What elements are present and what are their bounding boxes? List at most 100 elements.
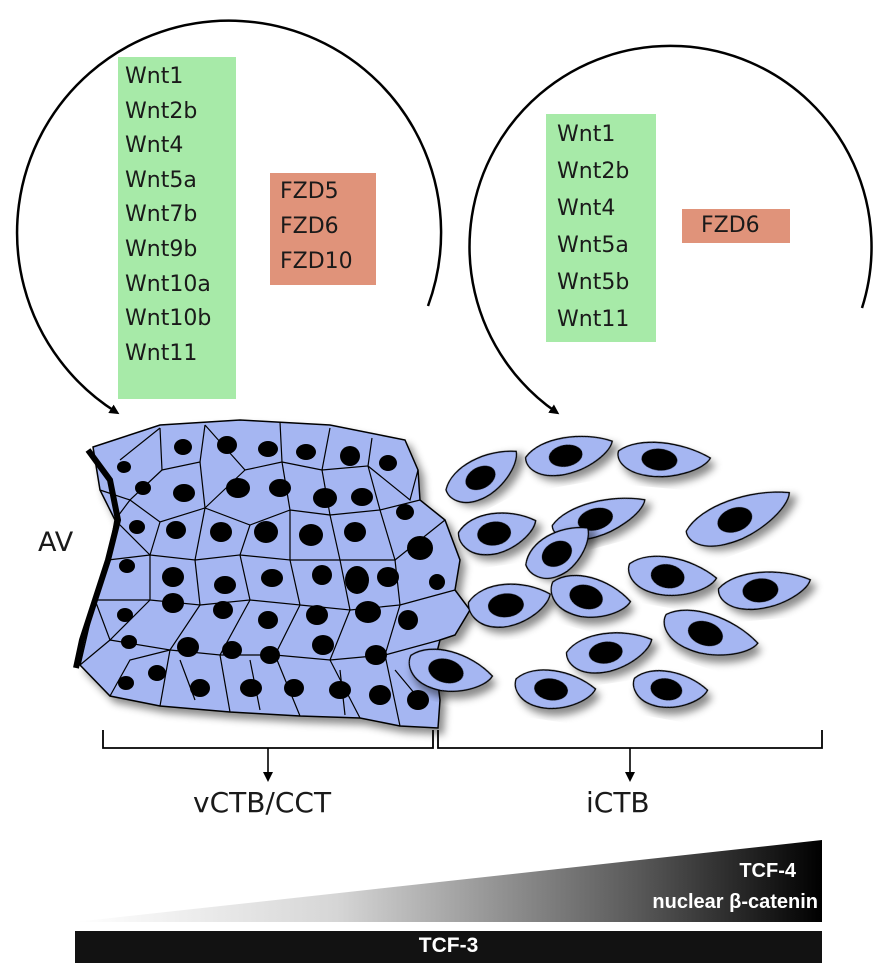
cell-nucleus [365,645,387,665]
invasive-trophoblast-cell [663,609,759,656]
cell-nucleus [129,520,145,534]
fzd-receptor-label: FZD6 [280,214,339,239]
invasive-trophoblast-cell [685,491,791,547]
cell-nucleus [240,679,262,697]
left-loop-arrow [15,19,443,415]
invasive-trophoblast-cell [467,583,551,628]
cell-nucleus [121,635,137,649]
cell-nucleus [214,576,236,594]
cell-nucleus [117,608,133,622]
invasive-trophoblast-cell [457,512,537,556]
ictb-label: iCTB [586,786,650,819]
cell-nucleus [260,646,280,664]
cell-nucleus [428,658,464,684]
cell-nucleus [548,444,583,467]
cell-nucleus [569,584,603,610]
cell-nucleus [687,620,723,647]
wnt-gene-label: Wnt11 [125,340,198,366]
cell-boundaries [79,421,456,727]
cell-nucleus [344,522,366,542]
left-bracket [102,730,434,749]
cell-nucleus [407,690,429,710]
wnt-gene-label: Wnt7b [125,202,198,228]
cell-nucleus [217,436,237,454]
cell-nucleus [135,481,151,495]
invasive-trophoblast-cell [628,555,718,597]
wnt-gene-label: Wnt5a [125,167,197,193]
ictb-cells [408,435,812,710]
cell-nucleus [407,536,433,560]
cell-nucleus [210,522,232,542]
wnt-gene-label: Wnt2b [125,98,198,124]
cell-nucleus [296,444,316,460]
cell-nucleus [299,524,323,546]
cell-nucleus [166,521,186,539]
cell-nucleus [577,507,613,531]
cell-nucleus [534,678,568,701]
vctb-nuclei [117,436,445,710]
cell-nucleus [541,540,572,567]
cell-nucleus [258,611,278,629]
cell-nucleus [369,685,391,705]
cell-nucleus [119,559,135,573]
cell-nucleus [377,567,399,587]
cell-nucleus [329,681,351,699]
cell-nucleus [173,484,195,502]
right-fzd-list: FZD6 [682,209,790,243]
invasive-trophoblast-cell [525,435,614,477]
vctb-cct-label: vCTB/CCT [193,786,332,819]
av-label: AV [38,527,74,558]
wnt-gene-label: Wnt4 [125,133,184,159]
cell-nucleus [284,679,304,697]
cell-nucleus [269,479,291,497]
wnt-gene-label: Wnt4 [557,196,616,221]
cell-nucleus [306,605,328,625]
cell-nucleus [429,574,445,590]
wnt-gene-label: Wnt11 [557,307,630,332]
invasive-trophoblast-cell [617,441,712,478]
invasive-trophoblast-cell [717,571,812,611]
cell-nucleus [254,521,278,543]
cell-nucleus [148,665,166,681]
cell-nucleus [650,564,685,589]
wnt-gene-label: Wnt10a [125,271,211,297]
cell-nucleus [345,566,369,594]
cell-nucleus [477,521,512,546]
fzd-receptor-label: FZD6 [701,213,760,238]
tcf4-gradient-wedge [75,840,822,922]
cell-nucleus [351,488,373,506]
right-bracket [437,730,823,749]
cell-nucleus [190,679,210,697]
cell-nucleus [355,601,381,623]
cell-nucleus [641,448,678,471]
right-loop-arrow [468,44,873,415]
cell-nucleus [742,578,779,603]
wnt-gene-label: Wnt9b [125,236,198,262]
cell-nucleus [588,641,623,664]
cell-nucleus [465,465,496,491]
invasive-trophoblast-cell [445,450,518,504]
cell-nucleus [118,676,134,690]
cell-nucleus [226,478,250,498]
cell-nucleus [174,439,192,455]
anchoring-villus-surface [73,448,122,669]
cell-nucleus [222,641,242,659]
wnt-gene-label: Wnt2b [557,159,630,184]
cell-nucleus [396,504,414,520]
cell-nucleus [258,441,278,457]
fzd-receptor-label: FZD5 [280,179,339,204]
cell-nucleus [162,567,184,587]
cell-nucleus [487,593,524,618]
cell-nucleus [312,565,332,585]
invasive-trophoblast-cell [514,669,597,710]
cell-nucleus [177,637,199,657]
cell-nucleus [650,678,683,701]
invasive-trophoblast-cell [408,648,494,692]
cell-nucleus [117,461,131,473]
wnt-gene-label: Wnt1 [125,64,184,89]
cell-nucleus [313,488,337,508]
